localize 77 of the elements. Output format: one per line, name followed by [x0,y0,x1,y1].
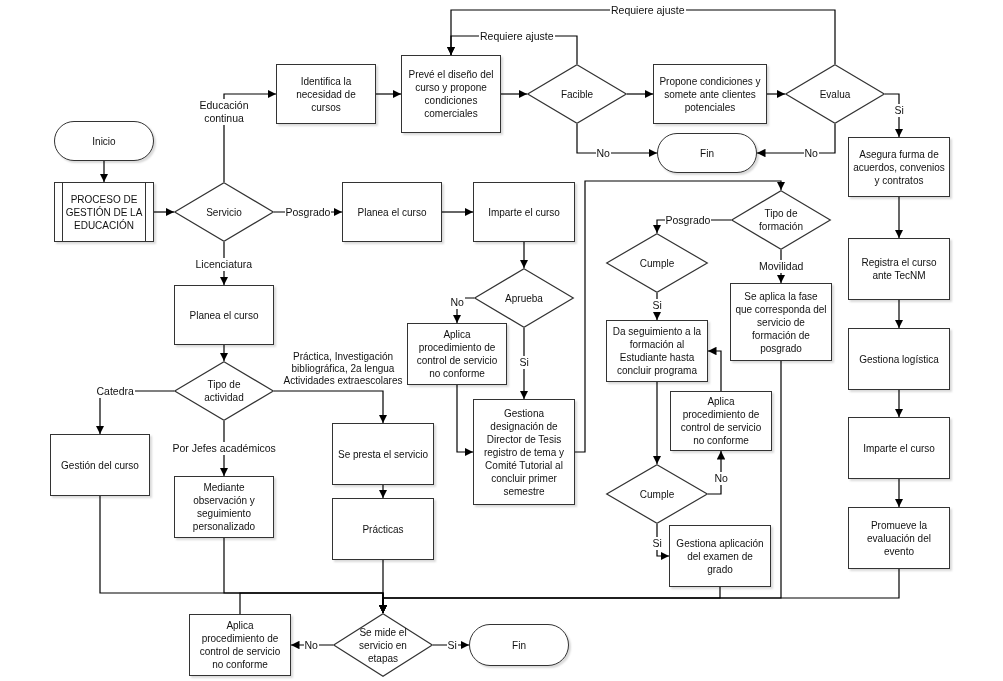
edge-label: Catedra [95,384,135,398]
edge-label: Licenciatura [194,257,254,271]
process-box: Gestiona aplicación del examen de grado [669,525,771,587]
process-box: Da seguimiento a la formación al Estudiante hasta concluir programa [606,320,708,382]
edge-label: Si [651,298,663,312]
process-box: Promueve la evaluación del evento [848,507,950,569]
arrow [153,207,175,217]
decision-diamond: Aprueba [474,268,574,328]
process-box: Imparte el curso [473,182,575,242]
arrow [652,381,662,465]
process-box: Identifica la necesidad de cursos [276,64,376,124]
process-box: Planea el curso [342,182,442,242]
arrow [707,346,722,392]
decision-diamond: Servicio [174,182,274,242]
arrow [519,327,529,400]
arrow [441,207,474,217]
edge-label: Si [651,536,663,550]
decision-diamond: Evalua [785,64,885,124]
arrow [456,384,474,457]
edge-label: Si [518,355,530,369]
edge-label: Si [446,638,458,652]
decision-diamond: Se mide el servicio en etapas [333,613,433,677]
arrow [626,89,654,99]
arrow [219,344,229,362]
predefined-process-box: PROCESO DE GESTIÓN DE LA EDUCACIÓN [54,182,154,242]
arrow [378,484,388,499]
edge-label: Requiere ajuste [610,3,686,17]
edge-label: Por Jefes académicos [171,441,277,455]
arrow [574,180,786,453]
decision-diamond: Cumple [606,233,708,293]
edge-label: No [595,146,611,160]
terminal-pill: Inicio [54,121,154,161]
terminal-pill: Fin [657,133,757,173]
arrow [894,478,904,508]
arrow [894,299,904,329]
arrow [576,123,658,158]
process-box: Gestiona designación de Director de Tesis registro de tema y Comité Tutorial al concluir primer semestre [473,399,575,505]
process-box: Aplica procedimiento de control de servicio no conforme [670,391,772,451]
edge-label: No [713,471,729,485]
edge-label: No [803,146,819,160]
edge-label: No [449,295,465,309]
decision-diamond: Tipo de actividad [174,361,274,421]
process-box: Se presta el servicio [332,423,434,485]
process-box: Aplica procedimiento de control de servicio no conforme [407,323,507,385]
edge-label: Movilidad [758,259,805,273]
process-box: Imparte el curso [848,417,950,479]
arrow [894,389,904,418]
arrow [500,89,528,99]
decision-diamond: Cumple [606,464,708,524]
terminal-pill: Fin [469,624,569,666]
edge-label: Posgrado [664,213,712,227]
process-box: Gestión del curso [50,434,150,496]
edge-label: Requiere ajuste [479,29,555,43]
arrow [432,640,470,650]
arrow [375,89,402,99]
edge-label: Si [893,103,905,117]
process-box: Se aplica la fase que corresponda del servicio de formación de posgrado [730,283,832,361]
process-box: Aplica procedimiento de control de servicio no conforme [189,614,291,676]
process-box: Prevé el diseño del curso y propone condiciones comerciales [401,55,501,133]
arrow [273,390,388,424]
arrow [519,241,529,269]
process-box: Prácticas [332,498,434,560]
arrow [239,592,388,615]
process-box: Asegura furma de acuerdos, convenios y contratos [848,137,950,197]
edge-label: No [303,638,319,652]
decision-diamond: Facible [527,64,627,124]
process-box: Propone condiciones y somete ante clientes potenciales [653,64,767,124]
process-box: Mediante observación y seguimiento personalizado [174,476,274,538]
arrow [99,160,109,183]
process-box: Planea el curso [174,285,274,345]
process-box: Gestiona logística [848,328,950,390]
arrow [766,89,786,99]
decision-diamond: Tipo de formación [731,190,831,250]
process-box: Registra el curso ante TecNM [848,238,950,300]
edge-label: Posgrado [284,205,332,219]
arrow [656,523,670,561]
arrow [894,196,904,239]
